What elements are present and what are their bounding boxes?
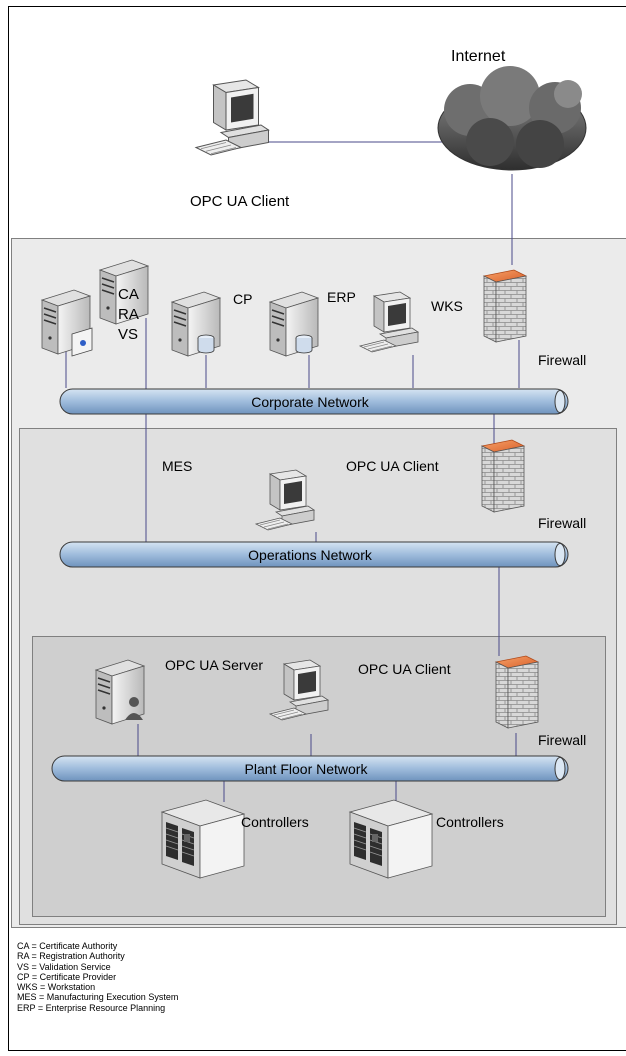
opc-ua-server-icon — [95, 659, 145, 725]
legend-item: CP = Certificate Provider — [17, 971, 117, 982]
legend: CA = Certificate Authority RA = Registra… — [17, 941, 178, 1013]
top-client-label: OPC UA Client — [190, 193, 290, 210]
plant-client-workstation-icon — [269, 659, 329, 721]
cp-label: CP — [233, 291, 253, 307]
firewall-1-icon — [483, 269, 527, 343]
corporate-network-label: Corporate Network — [251, 394, 369, 410]
internet-label: Internet — [451, 48, 506, 65]
legend-item: ERP = Enterprise Resource Planning — [17, 1002, 166, 1013]
firewall-1-label: Firewall — [538, 352, 587, 368]
opc-ua-server-label: OPC UA Server — [165, 657, 264, 673]
legend-item: RA = Registration Authority — [17, 951, 125, 962]
controllers-1-icon — [161, 799, 245, 879]
legend-item: CA = Certificate Authority — [17, 941, 118, 951]
controllers-2-label: Controllers — [436, 814, 504, 830]
firewall-3-label: Firewall — [538, 732, 587, 748]
legend-item: VS = Validation Service — [17, 961, 111, 972]
ca-ra-vs-label: CA RA VS — [118, 286, 139, 343]
ca-server-icon — [41, 289, 93, 357]
wks-workstation-icon — [359, 291, 419, 353]
corporate-network-bus — [59, 388, 569, 415]
operations-network-label: Operations Network — [248, 547, 372, 563]
internet-cloud-icon — [437, 66, 587, 171]
firewall-3-icon — [495, 655, 539, 729]
controllers-1-label: Controllers — [241, 814, 309, 830]
erp-label: ERP — [327, 289, 356, 305]
operations-network-bus — [59, 541, 569, 568]
ops-client-workstation-icon — [255, 469, 315, 531]
firewall-2-label: Firewall — [538, 515, 587, 531]
ops-client-label: OPC UA Client — [346, 458, 439, 474]
plant-client-label: OPC UA Client — [358, 661, 451, 677]
plant-floor-network-label: Plant Floor Network — [244, 761, 368, 777]
legend-item: MES = Manufacturing Execution System — [17, 992, 179, 1003]
network-links — [65, 141, 520, 806]
erp-server-icon — [269, 291, 319, 357]
cp-server-icon — [171, 291, 221, 357]
controllers-2-icon — [349, 799, 433, 879]
diagram-frame — [8, 6, 626, 1051]
wks-label: WKS — [431, 298, 463, 314]
mes-label: MES — [162, 458, 193, 474]
top-client-workstation-icon — [195, 79, 270, 156]
firewall-2-icon — [481, 439, 525, 513]
plant-floor-network-bus — [51, 755, 569, 782]
legend-item: WKS = Workstation — [17, 982, 96, 993]
